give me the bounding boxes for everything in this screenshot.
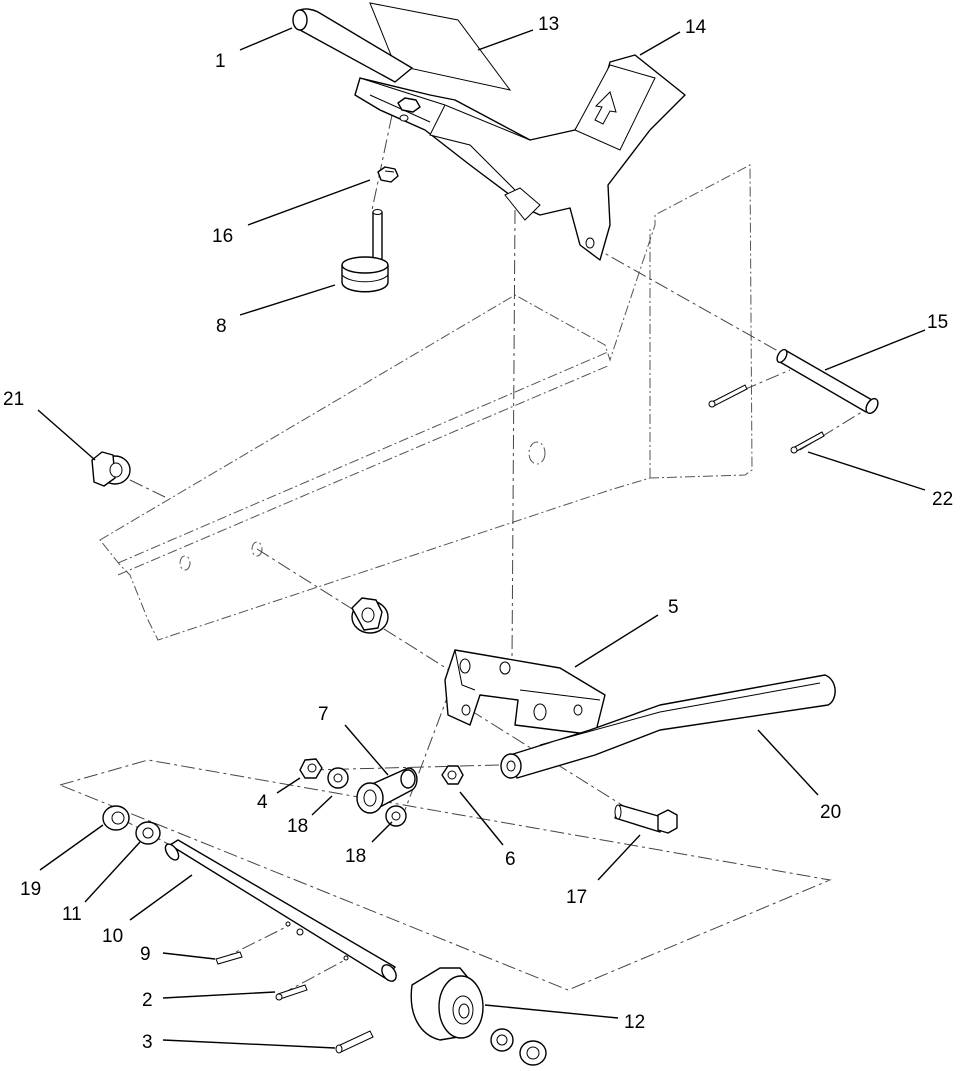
cotter-pin-2 <box>275 984 308 1001</box>
callout-22: 22 <box>932 489 953 510</box>
frame-outline <box>99 164 753 641</box>
callout-13: 13 <box>538 14 559 35</box>
callout-8: 8 <box>216 316 227 337</box>
rod-20 <box>500 674 836 779</box>
callout-14: 14 <box>685 17 707 38</box>
callout-20: 20 <box>820 802 841 823</box>
callout-10: 10 <box>102 926 123 947</box>
bushing-19 <box>102 805 130 831</box>
bumper-stud-8 <box>341 209 389 293</box>
callout-5: 5 <box>668 597 679 618</box>
floor-plate-outline <box>58 759 832 991</box>
callout-labels: 1 13 14 16 8 15 21 22 5 7 4 18 18 6 20 1… <box>3 14 953 1053</box>
callout-4: 4 <box>257 792 268 813</box>
roller-bushing <box>519 1040 547 1066</box>
callout-17: 17 <box>566 887 587 908</box>
bracket-5 <box>444 649 606 736</box>
shaft-10 <box>164 839 397 982</box>
callout-9: 9 <box>140 944 151 965</box>
nut-6 <box>441 765 464 785</box>
washer-18-upper <box>327 767 349 789</box>
pedal-assembly <box>292 2 686 261</box>
callout-15: 15 <box>927 312 948 333</box>
callout-6: 6 <box>505 849 516 870</box>
callout-12: 12 <box>624 1012 645 1033</box>
callout-21: 21 <box>3 389 24 410</box>
nut-16 <box>377 166 399 183</box>
callout-18-upper: 18 <box>287 816 308 837</box>
callout-3: 3 <box>142 1032 153 1053</box>
pedal-plate <box>369 2 512 91</box>
callout-16: 16 <box>212 226 233 247</box>
washer-18-lower <box>385 805 407 827</box>
rod-end-7 <box>356 767 418 814</box>
callout-2: 2 <box>142 990 153 1011</box>
pin-3 <box>335 1030 374 1054</box>
flange-nut-21 <box>91 451 131 487</box>
alignment-lines <box>119 114 866 996</box>
leader-lines <box>37 27 926 1049</box>
callout-1: 1 <box>215 51 226 72</box>
callout-7: 7 <box>318 704 329 725</box>
callout-19: 19 <box>20 879 41 900</box>
cotter-pin-22-lower <box>790 431 825 454</box>
roller-12 <box>410 967 484 1041</box>
roll-pin-9 <box>215 951 243 965</box>
nut-4 <box>299 758 323 779</box>
bolt-17 <box>614 804 678 834</box>
roller-washer <box>490 1028 514 1052</box>
washer-11 <box>135 821 161 845</box>
clevis-pin-15 <box>776 348 879 415</box>
callout-18-lower: 18 <box>345 846 366 867</box>
flange-nut-lower <box>351 597 389 634</box>
callout-11: 11 <box>62 904 82 925</box>
cotter-pin-22-upper <box>708 384 748 408</box>
